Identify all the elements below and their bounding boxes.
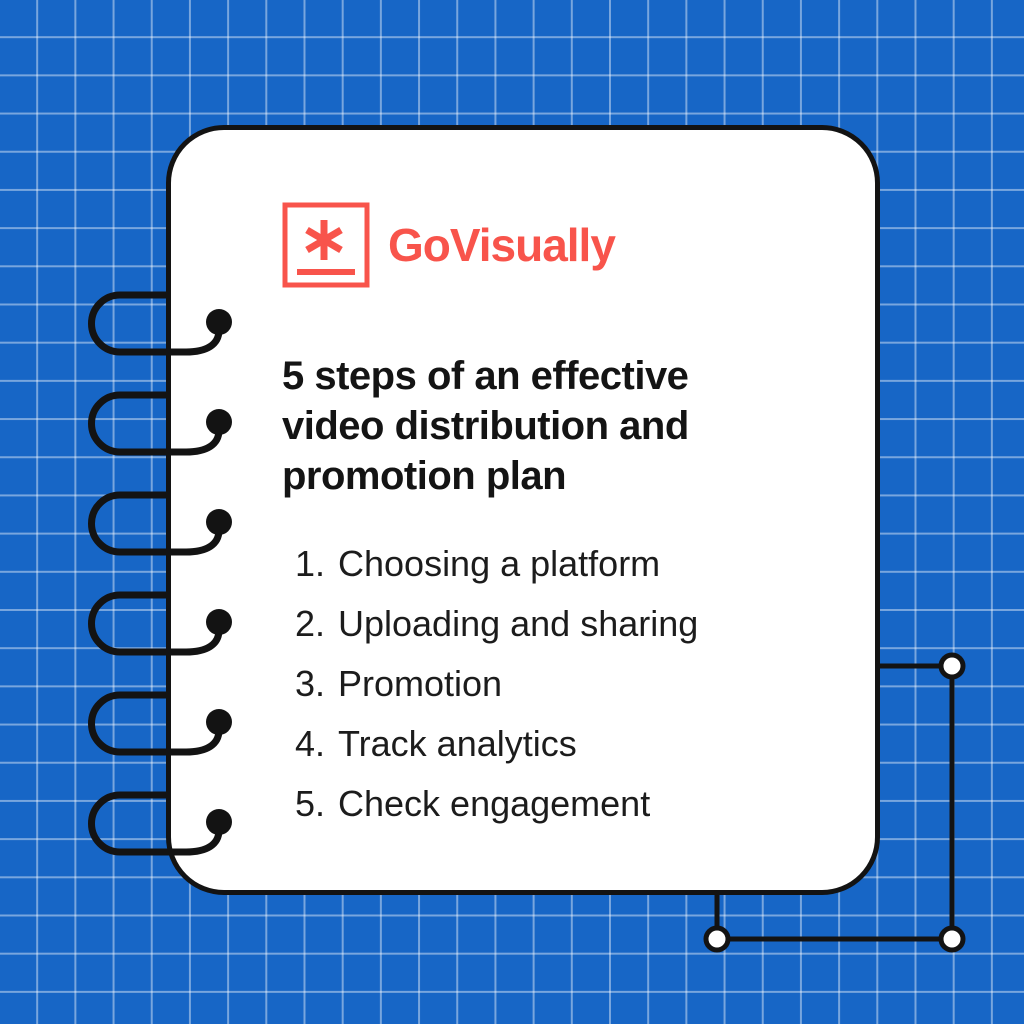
list-item: 5. Check engagement — [282, 774, 698, 834]
step-number: 5. — [294, 783, 325, 824]
page-title-line: video distribution and — [282, 404, 689, 448]
list-item: 4. Track analytics — [282, 714, 698, 774]
page-title-line: 5 steps of an effective — [282, 354, 689, 398]
page-title-line: promotion plan — [282, 454, 567, 498]
list-item: 3. Promotion — [282, 654, 698, 714]
connector-node — [938, 652, 966, 680]
step-number: 3. — [294, 663, 325, 704]
asterisk-icon — [282, 202, 370, 288]
notebook-card: GoVisually 5 steps of an effective video… — [166, 125, 880, 895]
connector-node — [703, 925, 731, 953]
steps-list: 1. Choosing a platform 2. Uploading and … — [282, 534, 698, 834]
step-number: 4. — [294, 723, 325, 764]
step-label: Uploading and sharing — [338, 603, 699, 644]
page-title: 5 steps of an effective video distributi… — [282, 351, 689, 501]
step-label: Check engagement — [338, 783, 651, 824]
brand-name: GoVisually — [388, 219, 616, 271]
step-label: Promotion — [338, 663, 503, 704]
connector-node — [938, 925, 966, 953]
step-number: 2. — [294, 603, 325, 644]
step-label: Choosing a platform — [338, 543, 661, 584]
step-number: 1. — [294, 543, 325, 584]
step-label: Track analytics — [338, 723, 577, 764]
brand-logo: GoVisually — [282, 202, 616, 288]
list-item: 1. Choosing a platform — [282, 534, 698, 594]
list-item: 2. Uploading and sharing — [282, 594, 698, 654]
